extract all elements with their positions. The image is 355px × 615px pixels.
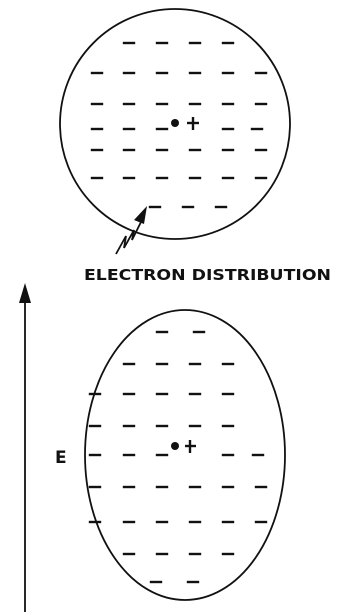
nucleus-icon [171,440,196,453]
electron-charges [90,41,268,209]
electron-cloud-outline [59,8,291,240]
field-label: E [55,448,67,468]
distorted-cloud-outline [84,309,286,601]
polarized-atom [84,309,286,601]
electron-charges [88,330,268,584]
pointer-arrowhead-icon [134,206,147,224]
electron-distribution-label: ELECTRON DISTRIBUTION [84,266,331,284]
field-arrow-icon [19,283,31,612]
pointer-arrow-icon [115,219,143,255]
nucleus-icon [171,117,199,130]
unpolarized-atom [59,8,291,240]
